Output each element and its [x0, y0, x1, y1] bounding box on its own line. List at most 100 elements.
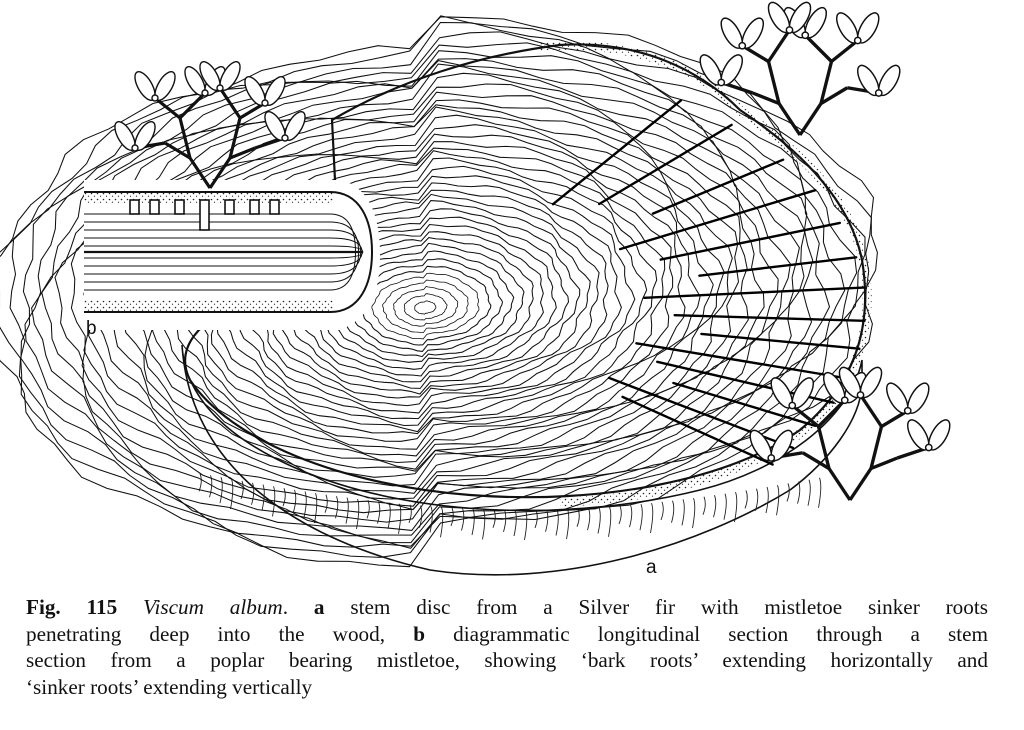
- panel-label-b: b: [86, 318, 97, 339]
- wood-line: [84, 237, 363, 253]
- growth-ring: [371, 272, 480, 340]
- wood-line: [84, 213, 356, 253]
- bark-stroke: [282, 488, 286, 507]
- wood-line: [84, 245, 364, 253]
- bark-stroke: [776, 485, 780, 516]
- bark-stroke: [293, 489, 297, 513]
- bark-stroke: [230, 478, 234, 510]
- bark-stroke: [650, 502, 654, 534]
- growth-ring: [382, 279, 469, 333]
- bark-stroke: [503, 509, 507, 533]
- illustration: [0, 1, 951, 576]
- panel-label-a: a: [646, 557, 657, 578]
- wood-line: [84, 251, 360, 283]
- mistletoe-berry: [767, 454, 776, 462]
- growth-ring: [0, 16, 878, 568]
- sinker-peg: [199, 199, 210, 231]
- section-outline: [84, 191, 374, 313]
- growth-ring: [31, 50, 831, 536]
- mistletoe-berry: [738, 41, 747, 50]
- caption-line-4: ‘sinker roots’ extending vertically: [26, 674, 313, 699]
- wood-line: [84, 251, 363, 267]
- figure-caption: Fig. 115 Viscum album. a stem disc from …: [26, 594, 988, 700]
- mistletoe-berry: [201, 89, 209, 97]
- mistletoe-berry: [840, 396, 849, 405]
- bark-stroke: [671, 500, 675, 523]
- sinker-peg: [224, 199, 235, 215]
- growth-ring: [20, 31, 858, 549]
- caption-line-1-text: stem disc from a Silver fir with mistlet…: [324, 595, 988, 619]
- mistletoe-stem: [767, 29, 791, 63]
- mistletoe-stem: [791, 404, 831, 469]
- bark-stroke: [639, 503, 643, 531]
- mistletoe-berry: [801, 31, 810, 40]
- bark-stroke: [818, 477, 822, 508]
- bark-stroke: [345, 497, 349, 524]
- sinker-peg: [149, 199, 160, 215]
- mistletoe-berry: [785, 26, 794, 34]
- mistletoe-stem: [869, 409, 909, 469]
- caption-separator: .: [282, 595, 314, 619]
- sinker-root: [618, 188, 817, 251]
- bark-stroke: [209, 475, 213, 498]
- mistletoe-berry: [856, 391, 865, 399]
- section-background: [84, 180, 380, 330]
- bark-stroke: [713, 495, 717, 518]
- mistletoe-berry: [131, 144, 139, 152]
- mistletoe-plant-a-top: [699, 1, 901, 136]
- mistletoe-berry: [874, 89, 883, 97]
- bark-stroke: [198, 473, 202, 492]
- bark-stroke: [660, 501, 664, 521]
- sinker-peg: [174, 199, 185, 215]
- bark-stroke: [734, 491, 738, 523]
- wood-line: [84, 251, 362, 275]
- mistletoe-berry: [788, 401, 797, 410]
- bark-stroke: [807, 479, 811, 506]
- bark-stroke: [251, 482, 255, 505]
- mistletoe-stem: [741, 44, 781, 104]
- bark-stroke: [429, 506, 433, 533]
- sinker-root: [659, 221, 841, 261]
- growth-ring: [54, 60, 806, 523]
- mistletoe-berry: [924, 443, 933, 452]
- bark-stroke: [513, 509, 517, 537]
- mistletoe-berry: [281, 134, 289, 142]
- mistletoe-stem: [819, 39, 859, 104]
- growth-ring: [403, 293, 448, 321]
- growth-ring: [393, 286, 459, 327]
- bark-stroke: [681, 499, 685, 526]
- sinker-root: [621, 395, 774, 466]
- bark-stroke: [597, 507, 601, 534]
- bark-stroke: [324, 494, 328, 513]
- mistletoe-berry: [853, 36, 862, 45]
- sinker-root: [635, 342, 850, 380]
- sinker-root: [598, 123, 733, 206]
- sinker-peg: [269, 199, 280, 215]
- mistletoe-berry: [216, 84, 224, 92]
- longitudinal-section: [84, 180, 380, 330]
- figure: b a: [0, 1, 951, 578]
- mistletoe-berry: [717, 78, 726, 87]
- caption-line-2-rest: diagrammatic longitudinal section throug…: [424, 621, 988, 646]
- mistletoe-plant-b: [114, 61, 306, 189]
- bark-stroke: [461, 508, 465, 531]
- growth-ring: [0, 15, 872, 558]
- sinker-root: [551, 99, 683, 206]
- caption-line-1: Fig. 115 Viscum album. a stem disc from …: [26, 594, 988, 621]
- caption-line-2-text: penetrating deep into the wood,: [26, 621, 414, 646]
- sinker-root: [698, 256, 858, 277]
- species-name: Viscum album: [143, 595, 283, 619]
- bark-stroke: [356, 498, 360, 530]
- sinker-root: [673, 314, 866, 322]
- mistletoe-berry: [261, 99, 269, 107]
- bark-stroke: [261, 484, 265, 511]
- bark-stroke: [765, 486, 769, 514]
- bark-stroke: [272, 486, 276, 517]
- bark-rim: [539, 40, 872, 507]
- wood-line: [84, 221, 360, 253]
- caption-panel-b: b: [413, 621, 425, 646]
- growth-ring: [9, 21, 866, 548]
- mistletoe-stem: [218, 87, 242, 119]
- bark-stroke: [797, 481, 801, 504]
- bark-stroke: [692, 497, 696, 529]
